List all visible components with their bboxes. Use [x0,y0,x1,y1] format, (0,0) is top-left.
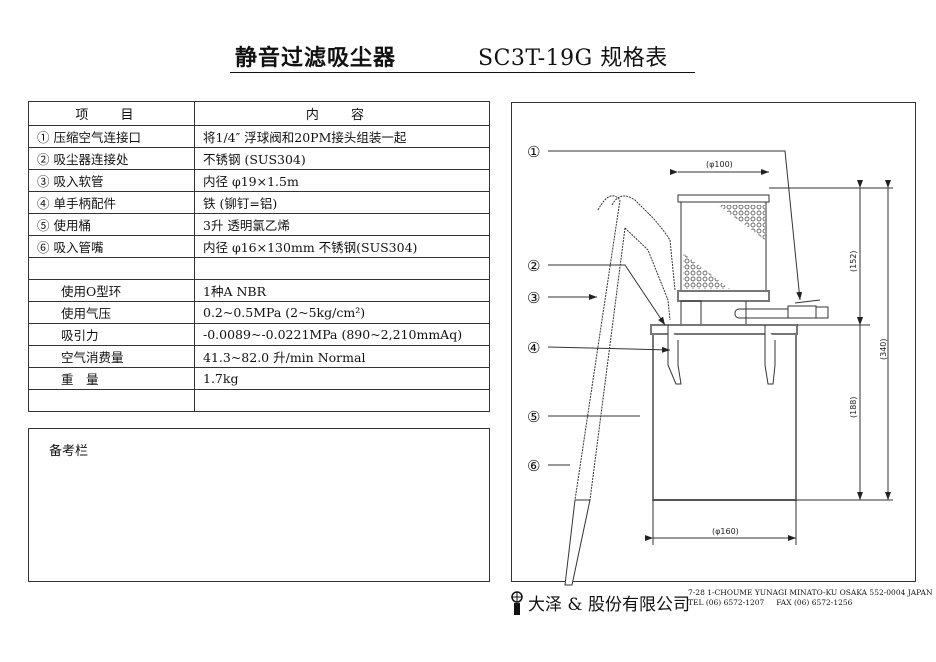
nozzle [564,499,591,586]
dim-upper-height: (152) [849,250,858,272]
item-cell: 空气消费量 [28,345,195,368]
content-cell: 内径 φ16×130mm 不锈钢(SUS304) [194,235,490,258]
dim-lower-height: (188) [849,396,858,418]
company-address: 7-28 1-CHOUME YUNAGI MINATO-KU OSAKA 552… [688,588,933,608]
clamp-right [764,325,776,385]
filter-top-plate [677,194,770,203]
content-cell: 41.3~82.0 升/min Normal [194,345,490,368]
item-cell: 吸引力 [28,323,195,346]
table-row: ④ 单手柄配件铁 (铆钉=铝) [28,191,490,214]
remarks-label: 备考栏 [49,444,89,459]
ball-valve [787,305,817,319]
callout-3: ③ [527,289,540,307]
content-cell: 内径 φ19×1.5m [194,169,490,192]
clamp-left [667,325,682,385]
remarks-box: 备考栏 [28,428,490,582]
table-row [28,257,490,280]
title-underline [230,72,695,73]
callout-4: ④ [527,339,540,357]
callout-1: ① [527,143,540,161]
dim-total-height: (340) [879,338,888,360]
product-name: 静音过滤吸尘器 [235,45,397,71]
dim-bottom-dia: (φ160) [712,527,739,536]
table-row [28,389,490,412]
address-line: 7-28 1-CHOUME YUNAGI MINATO-KU OSAKA 552… [688,588,933,597]
model-spec-title: SC3T-19G 规格表 [478,46,668,71]
table-row: ② 吸尘器连接处不锈钢 (SUS304) [28,147,490,170]
item-cell: ① 压缩空气连接口 [28,125,195,148]
header-item: 项 目 [28,101,195,126]
item-cell: ⑥ 吸入管嘴 [28,235,195,258]
drawing-frame [511,102,916,582]
content-cell [194,389,490,412]
suction-hose [611,195,676,291]
dim-top-dia: (φ100) [706,160,733,169]
air-inlet-pipe [734,308,796,319]
company-logo [511,591,523,615]
callout-2: ② [527,257,540,275]
callout-6: ⑥ [527,457,540,475]
callout-5: ⑤ [527,408,540,426]
company-name: 大泽 & 股份有限公司 [528,595,690,615]
phone-fax-line: TEL (06) 6572-1207 FAX (06) 6572-1256 [688,598,853,607]
table-row: ① 压缩空气连接口将1/4″ 浮球阀和20PM接头组装一起 [28,125,490,148]
table-row: ⑥ 吸入管嘴内径 φ16×130mm 不锈钢(SUS304) [28,235,490,258]
content-cell: 将1/4″ 浮球阀和20PM接头组装一起 [194,125,490,148]
content-cell: 0.2~0.5MPa (2~5kg/cm²) [194,301,490,324]
item-cell: ② 吸尘器连接处 [28,147,195,170]
